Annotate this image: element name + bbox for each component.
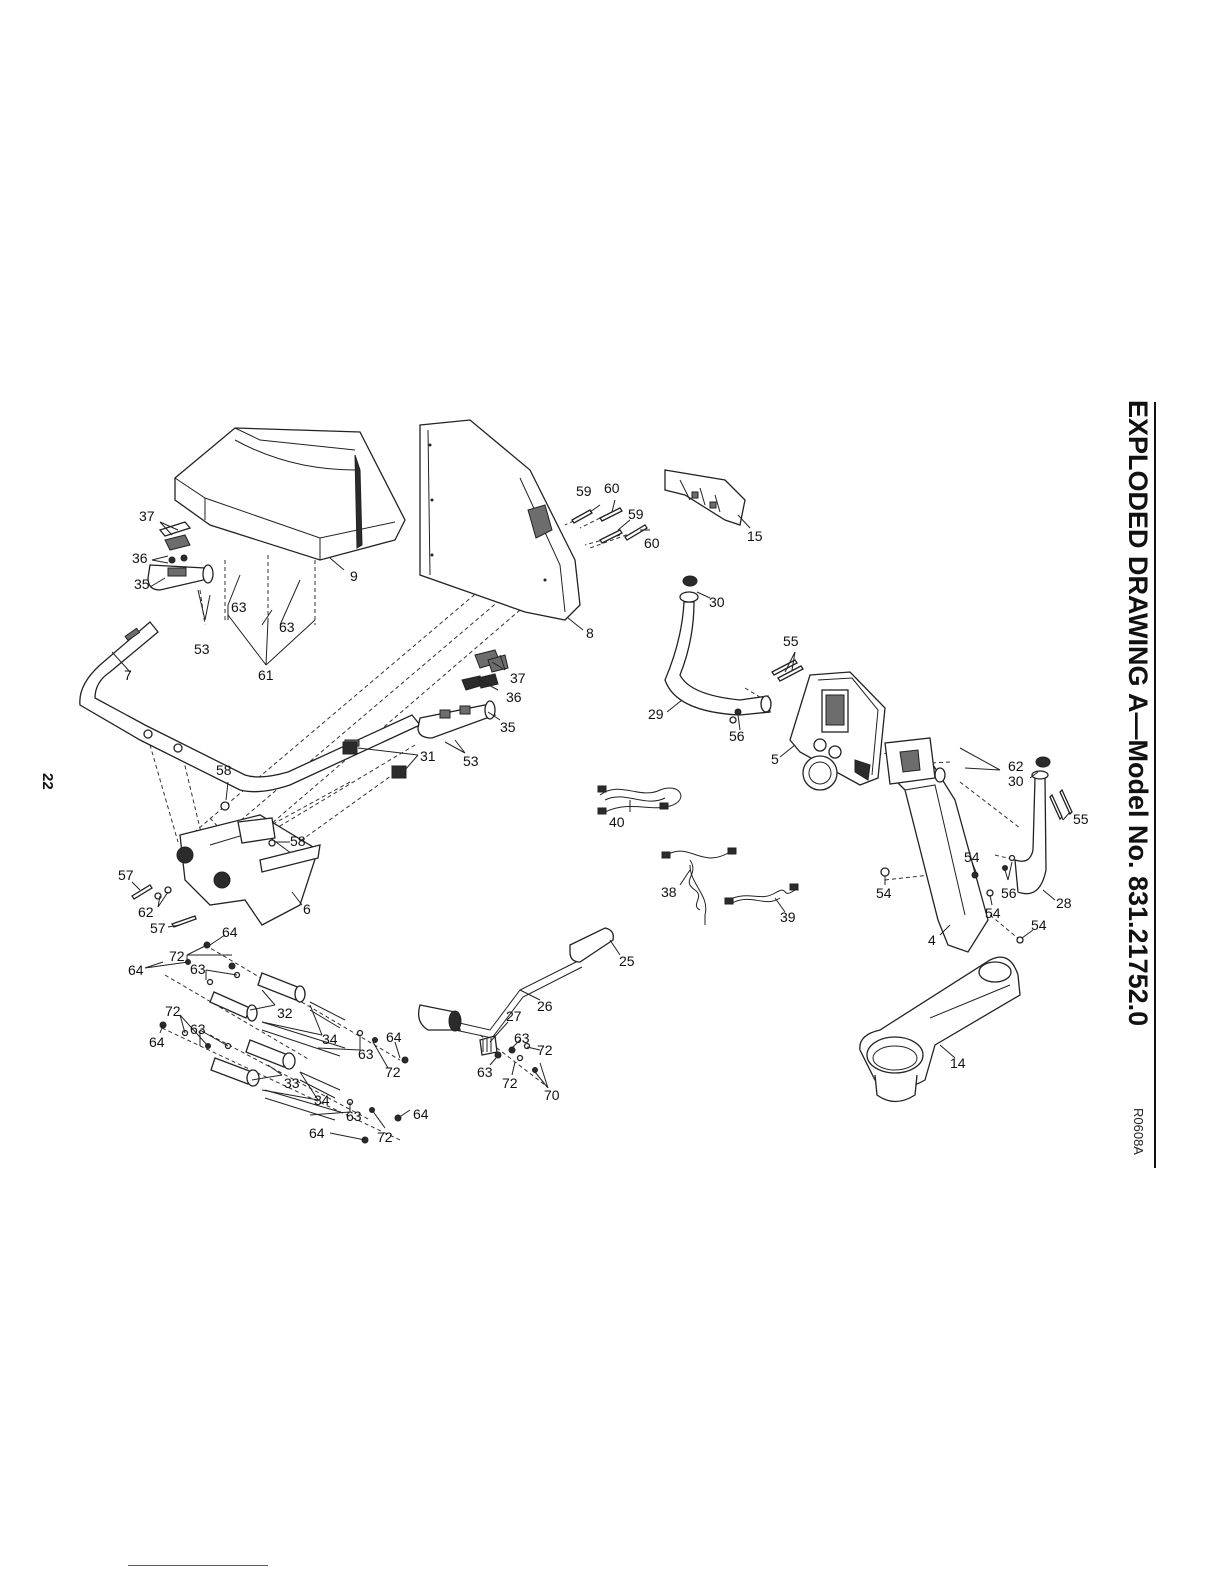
callout-54: 54	[876, 885, 892, 901]
callout-26: 26	[537, 998, 553, 1014]
seat-back	[420, 420, 580, 620]
handle-grip-right	[418, 701, 495, 738]
callout-72: 72	[537, 1042, 553, 1058]
callout-70: 70	[544, 1087, 560, 1103]
callout-59: 59	[576, 483, 592, 499]
callout-29: 29	[648, 706, 664, 722]
drawing-code: R0608A	[1126, 1108, 1146, 1198]
callout-30: 30	[709, 594, 725, 610]
callout-8: 8	[586, 625, 594, 641]
callout-34: 34	[322, 1031, 338, 1047]
callout-35: 35	[134, 576, 150, 592]
callout-64: 64	[222, 924, 238, 940]
callout-9: 9	[350, 568, 358, 584]
callout-64: 64	[413, 1106, 429, 1122]
callout-72: 72	[165, 1003, 181, 1019]
upright-post	[881, 738, 1023, 952]
callout-31: 31	[420, 748, 436, 764]
callout-37: 37	[510, 670, 526, 686]
callout-54: 54	[964, 849, 980, 865]
callout-40: 40	[609, 814, 625, 830]
callout-64: 64	[309, 1125, 325, 1141]
pulse-sensor-lower	[462, 650, 508, 690]
page-title: EXPLODED DRAWING A—Model No. 831.21752.0	[1110, 400, 1160, 1200]
callout-54: 54	[1031, 917, 1047, 933]
callout-57: 57	[150, 920, 166, 936]
callout-63: 63	[477, 1064, 493, 1080]
callout-64: 64	[149, 1034, 165, 1050]
callout-60: 60	[604, 480, 620, 496]
callout-63: 63	[190, 961, 206, 977]
callout-27: 27	[506, 1008, 522, 1024]
callout-64: 64	[386, 1029, 402, 1045]
wire-harnesses	[598, 786, 798, 925]
callout-39: 39	[780, 909, 796, 925]
callout-63: 63	[231, 599, 247, 615]
callout-4: 4	[928, 932, 936, 948]
callout-38: 38	[661, 884, 677, 900]
callout-72: 72	[169, 948, 185, 964]
callout-15: 15	[747, 528, 763, 544]
callout-59: 59	[628, 506, 644, 522]
seat-rail-bracket	[177, 815, 320, 925]
callout-56: 56	[729, 728, 745, 744]
bushings	[343, 742, 406, 778]
handlebar-frame	[80, 622, 420, 792]
callout-62: 62	[138, 904, 154, 920]
callout-60: 60	[644, 535, 660, 551]
callout-33: 33	[284, 1075, 300, 1091]
callout-63: 63	[190, 1021, 206, 1037]
callout-64: 64	[128, 962, 144, 978]
callout-34: 34	[314, 1092, 330, 1108]
callout-62: 62	[1008, 758, 1024, 774]
callout-53: 53	[194, 641, 210, 657]
callout-61: 61	[258, 667, 274, 683]
callout-36: 36	[506, 689, 522, 705]
callout-58: 58	[216, 762, 232, 778]
callout-5: 5	[771, 751, 779, 767]
callout-53: 53	[463, 753, 479, 769]
callout-32: 32	[277, 1005, 293, 1021]
seat-cushion	[175, 428, 405, 560]
callout-63: 63	[358, 1046, 374, 1062]
callout-37: 37	[139, 508, 155, 524]
callout-72: 72	[385, 1064, 401, 1080]
callout-14: 14	[950, 1055, 966, 1071]
callout-6: 6	[303, 901, 311, 917]
callout-36: 36	[132, 550, 148, 566]
callout-55: 55	[783, 633, 799, 649]
callout-54: 54	[985, 905, 1001, 921]
callout-72: 72	[502, 1075, 518, 1091]
footer-rule	[128, 1565, 268, 1566]
console	[790, 672, 885, 790]
callout-57: 57	[118, 867, 134, 883]
callout-56: 56	[1001, 885, 1017, 901]
callout-30: 30	[1008, 773, 1024, 789]
callout-25: 25	[619, 953, 635, 969]
callout-28: 28	[1056, 895, 1072, 911]
callout-63: 63	[279, 619, 295, 635]
callout-72: 72	[377, 1129, 393, 1145]
handle-grip-left	[148, 565, 213, 590]
shroud-part	[665, 470, 745, 525]
base-frame	[860, 957, 1020, 1101]
callout-58: 58	[290, 833, 306, 849]
callout-35: 35	[500, 719, 516, 735]
callout-63: 63	[514, 1030, 530, 1046]
page-number: 22	[36, 773, 56, 797]
callout-7: 7	[124, 667, 132, 683]
callout-55: 55	[1073, 811, 1089, 827]
callout-63: 63	[346, 1108, 362, 1124]
